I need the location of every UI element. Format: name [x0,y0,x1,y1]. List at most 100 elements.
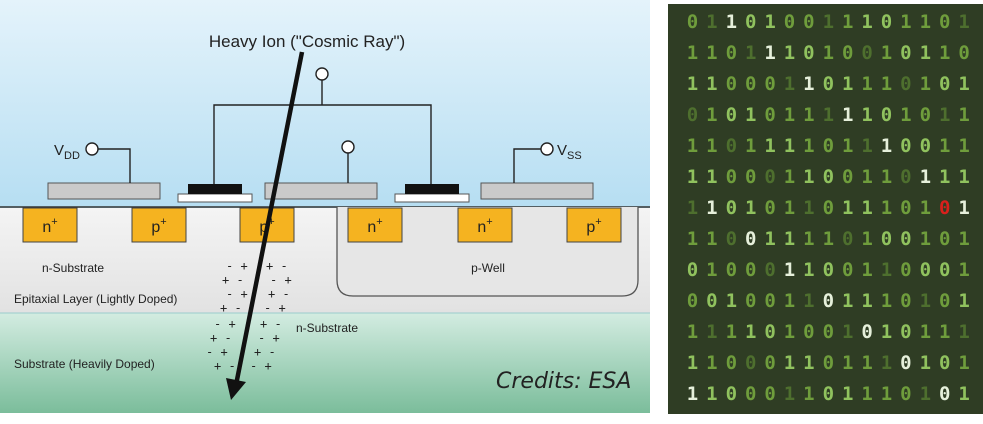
bit-digit: 0 [744,290,757,312]
flipped-bit: 0 [938,197,951,219]
bit-digit: 1 [958,259,970,281]
vss-wire [513,148,541,183]
bit-digit: 1 [958,321,970,343]
bit-digit: 0 [783,11,796,33]
svg-text:- +: - + [258,331,280,345]
svg-text:+ -: + - [260,317,282,331]
svg-text:- +: - + [250,359,272,373]
p-well-label: p-Well [471,261,505,275]
bit-digit: 1 [861,290,873,312]
bit-digit: 0 [764,259,776,281]
svg-text:+ -: + - [222,273,244,287]
bit-digit: 1 [861,228,873,250]
bit-digit: 0 [822,290,835,312]
bit-digit: 0 [686,11,699,33]
bit-digit: 1 [803,259,815,281]
bit-digit: 1 [841,135,854,157]
bit-digit: 0 [841,166,854,188]
svg-text:n+: n+ [477,216,492,236]
bit-digit: 1 [958,228,970,250]
bit-digit: 0 [900,42,912,64]
bit-digit: 1 [841,321,854,343]
bit-digit: 0 [822,321,835,343]
bit-digit: 1 [803,135,815,157]
bit-digit: 0 [938,352,951,374]
pmos-gate-oxide [177,193,253,203]
svg-text:+ -: + - [214,359,236,373]
bit-digit: 1 [880,290,893,312]
bit-digit: 0 [880,11,893,33]
bit-digit: 1 [958,104,970,126]
bit-digit: 0 [686,104,699,126]
bit-digit: 0 [764,290,776,312]
bit-digit: 1 [841,197,854,219]
bit-digit: 0 [938,383,951,405]
bit-digit: 1 [764,135,776,157]
svg-text:+ -: + - [268,287,290,301]
bit-digit: 0 [725,104,738,126]
bit-digit: 0 [861,321,873,343]
bit-digit: 0 [803,42,815,64]
bit-digit: 1 [822,228,835,250]
bit-digit: 1 [841,73,854,95]
bit-digit: 1 [803,383,815,405]
bit-digit: 0 [938,228,951,250]
bit-digit: 1 [822,104,835,126]
bit-digit: 0 [938,73,951,95]
bit-digit: 1 [686,166,699,188]
bit-digit: 1 [880,166,893,188]
bit-digit: 0 [744,11,757,33]
bit-digit: 0 [938,259,951,281]
bit-digit: 0 [958,42,970,64]
bit-digit: 1 [841,383,854,405]
bit-digit: 0 [764,73,776,95]
svg-text:n+: n+ [367,216,382,236]
vdd-terminal [85,142,99,156]
bit-digit: 1 [706,104,718,126]
implant-p-plus-3: p+ [566,207,622,243]
bit-digit: 1 [880,383,893,405]
bit-digit: 1 [900,11,912,33]
bit-digit: 1 [686,383,699,405]
bit-digit: 1 [783,42,796,64]
bit-digit: 1 [919,321,932,343]
ionization-charge-track: - ++ - + -- + - ++ - + -- + - ++ - + -- … [206,259,292,373]
bit-digit: 0 [900,197,912,219]
bit-digit: 0 [764,197,776,219]
bit-digit: 0 [744,228,757,250]
bit-digit: 0 [803,11,815,33]
bit-digit: 1 [841,104,854,126]
bit-digit: 1 [880,352,893,374]
bit-digit: 1 [686,42,699,64]
bit-digit: 1 [919,383,932,405]
svg-text:+ -: + - [254,345,276,359]
bit-digit: 0 [725,166,738,188]
bit-digit: 1 [861,259,873,281]
bit-digit: 1 [744,321,757,343]
bit-digit: 1 [686,321,699,343]
bit-digit: 0 [744,352,757,374]
bit-digit: 0 [744,166,757,188]
bit-digit: 1 [958,197,970,219]
bit-digit: 1 [803,228,815,250]
bit-digit: 1 [744,197,757,219]
vdd-label: VDD [54,142,80,162]
bit-digit: 1 [919,290,932,312]
bit-digit: 1 [900,104,912,126]
seu-diagram: n+ p+ p+ n+ n+ p+ - ++ - + -- + - ++ - +… [0,0,650,413]
bit-digit: 0 [900,321,912,343]
svg-text:- +: - + [214,317,236,331]
heavy-ion-arrowhead [226,378,246,400]
bit-digit: 0 [822,135,835,157]
bit-digit: 0 [900,352,912,374]
bit-digit: 0 [725,259,738,281]
